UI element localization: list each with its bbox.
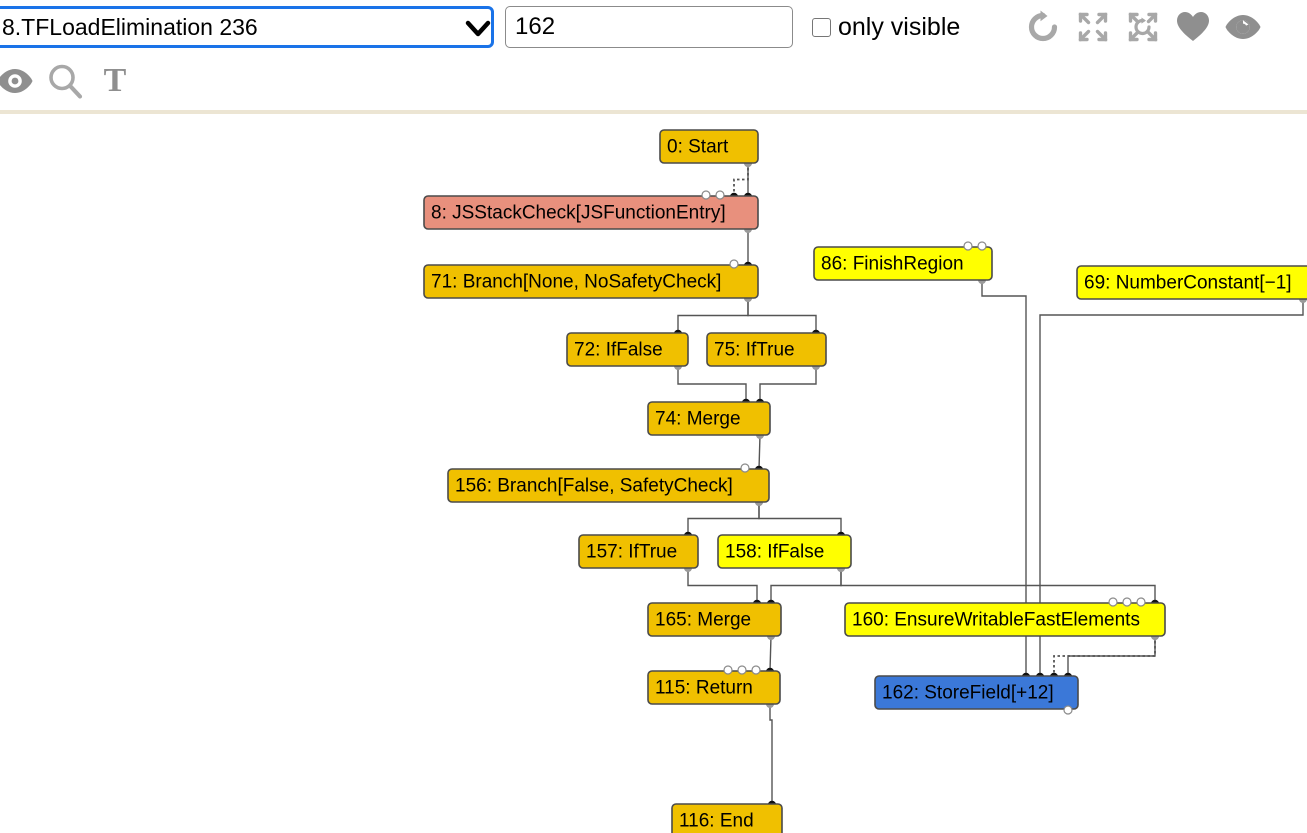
text-toggle-glyph: T: [103, 62, 127, 99]
refresh-icon[interactable]: [1020, 4, 1066, 50]
graph-node[interactable]: 160: EnsureWritableFastElements: [844, 597, 1166, 637]
graph-node-box[interactable]: [647, 670, 781, 705]
graph-node-box[interactable]: [566, 332, 689, 367]
graph-edge: [769, 635, 772, 672]
graph-node-input-port[interactable]: [715, 190, 725, 200]
graph-edge: [687, 568, 758, 603]
toolbar-icon-row-secondary: T: [0, 58, 138, 104]
graph-node-input-port[interactable]: [1122, 597, 1132, 607]
graph-node-output-port[interactable]: [1063, 705, 1073, 715]
text-toggle-icon[interactable]: T: [92, 58, 138, 104]
graph-edge: [758, 502, 842, 535]
graph-edge: [677, 298, 749, 333]
graph-edge: [677, 366, 747, 402]
graph-node-label: 157: IfTrue: [586, 542, 677, 563]
graph-edge: [1039, 299, 1304, 676]
graph-edge: [687, 502, 760, 535]
graph-node[interactable]: 165: Merge: [647, 602, 782, 637]
toolbar: 8.TFLoadElimination 236 only visible: [0, 0, 1307, 114]
graph-edge: [733, 163, 749, 196]
graph-node-label: 72: IfFalse: [574, 340, 663, 361]
graph-node-input-port[interactable]: [701, 190, 711, 200]
graph-node-label: 86: FinishRegion: [821, 254, 964, 275]
graph-svg[interactable]: 0: Start 8: JSStackCheck[JSFunctionEntry]…: [0, 114, 1307, 833]
search-input[interactable]: [505, 6, 793, 48]
graph-node-box[interactable]: [1076, 265, 1307, 300]
graph-node[interactable]: 8: JSStackCheck[JSFunctionEntry]: [423, 190, 759, 230]
graph-node-box[interactable]: [647, 401, 771, 436]
graph-node-box[interactable]: [844, 602, 1166, 637]
graph-node-label: 75: IfTrue: [714, 340, 795, 361]
graph-node[interactable]: 72: IfFalse: [566, 332, 689, 367]
graph-node[interactable]: 116: End: [671, 803, 783, 833]
graph-edge: [769, 704, 773, 804]
graph-node-label: 69: NumberConstant[−1]: [1084, 273, 1292, 294]
graph-node-label: 74: Merge: [655, 409, 741, 430]
graph-node[interactable]: 69: NumberConstant[−1]: [1076, 265, 1307, 300]
nodes-layer: 0: Start 8: JSStackCheck[JSFunctionEntry]…: [423, 129, 1307, 833]
graph-node-input-port[interactable]: [740, 463, 750, 473]
toolbar-icon-row-primary: [1020, 4, 1266, 50]
graph-node-label: 8: JSStackCheck[JSFunctionEntry]: [431, 203, 726, 224]
graph-edge: [759, 366, 817, 402]
phase-select[interactable]: 8.TFLoadElimination 236: [0, 6, 494, 48]
only-visible-label: only visible: [838, 13, 961, 41]
graph-edge: [747, 298, 817, 333]
graph-node-label: 162: StoreField[+12]: [882, 683, 1054, 704]
visibility-eye-icon[interactable]: [1220, 4, 1266, 50]
graph-node-box[interactable]: [423, 195, 759, 230]
only-visible-checkbox[interactable]: [812, 17, 831, 37]
graph-node-box[interactable]: [659, 129, 759, 164]
graph-node-label: 71: Branch[None, NoSafetyCheck]: [431, 272, 721, 293]
graph-node-label: 160: EnsureWritableFastElements: [852, 610, 1140, 631]
visibility-eye-icon[interactable]: [0, 58, 38, 104]
graph-edge: [758, 434, 761, 470]
graph-node[interactable]: 0: Start: [659, 129, 759, 164]
search-icon[interactable]: [42, 58, 88, 104]
graph-edge: [770, 568, 842, 603]
graph-node[interactable]: 86: FinishRegion: [813, 241, 993, 281]
graph-canvas[interactable]: 0: Start 8: JSStackCheck[JSFunctionEntry]…: [0, 114, 1307, 833]
graph-node-input-port[interactable]: [1136, 597, 1146, 607]
graph-node-box[interactable]: [578, 534, 699, 569]
graph-node[interactable]: 71: Branch[None, NoSafetyCheck]: [423, 259, 759, 299]
graph-node-box[interactable]: [423, 264, 759, 299]
graph-node-input-port[interactable]: [737, 665, 747, 675]
toolbar-divider: [0, 110, 1307, 114]
fit-to-screen-icon[interactable]: [1120, 4, 1166, 50]
graph-edge: [1067, 636, 1156, 676]
graph-node-input-port[interactable]: [729, 259, 739, 269]
graph-node-box[interactable]: [671, 803, 783, 833]
graph-node-input-port[interactable]: [1108, 597, 1118, 607]
graph-node-box[interactable]: [706, 332, 827, 367]
graph-node-input-port[interactable]: [977, 241, 987, 251]
graph-edge: [840, 568, 1156, 603]
graph-node-input-port[interactable]: [963, 241, 973, 251]
graph-node[interactable]: 115: Return: [647, 665, 781, 705]
graph-node[interactable]: 162: StoreField[+12]: [874, 675, 1079, 715]
graph-node[interactable]: 75: IfTrue: [706, 332, 827, 367]
graph-node-label: 0: Start: [667, 137, 729, 158]
graph-node[interactable]: 157: IfTrue: [578, 534, 699, 569]
graph-edge: [981, 280, 1027, 676]
graph-node-box[interactable]: [447, 468, 770, 503]
graph-node[interactable]: 158: IfFalse: [717, 534, 852, 569]
expand-all-icon[interactable]: [1070, 4, 1116, 50]
only-visible-group[interactable]: only visible: [812, 8, 960, 46]
graph-node-label: 165: Merge: [655, 610, 751, 631]
graph-node-box[interactable]: [813, 246, 993, 281]
graph-node[interactable]: 74: Merge: [647, 401, 771, 436]
graph-node-label: 158: IfFalse: [725, 542, 824, 563]
graph-node-label: 156: Branch[False, SafetyCheck]: [455, 476, 733, 497]
graph-node-label: 115: Return: [655, 678, 753, 699]
graph-node-label: 116: End: [679, 811, 754, 832]
favorite-heart-icon[interactable]: [1170, 4, 1216, 50]
graph-node[interactable]: 156: Branch[False, SafetyCheck]: [447, 463, 770, 503]
graph-node-box[interactable]: [647, 602, 782, 637]
graph-node-box[interactable]: [874, 675, 1079, 710]
graph-node-box[interactable]: [717, 534, 852, 569]
graph-node-input-port[interactable]: [751, 665, 761, 675]
graph-node-input-port[interactable]: [723, 665, 733, 675]
